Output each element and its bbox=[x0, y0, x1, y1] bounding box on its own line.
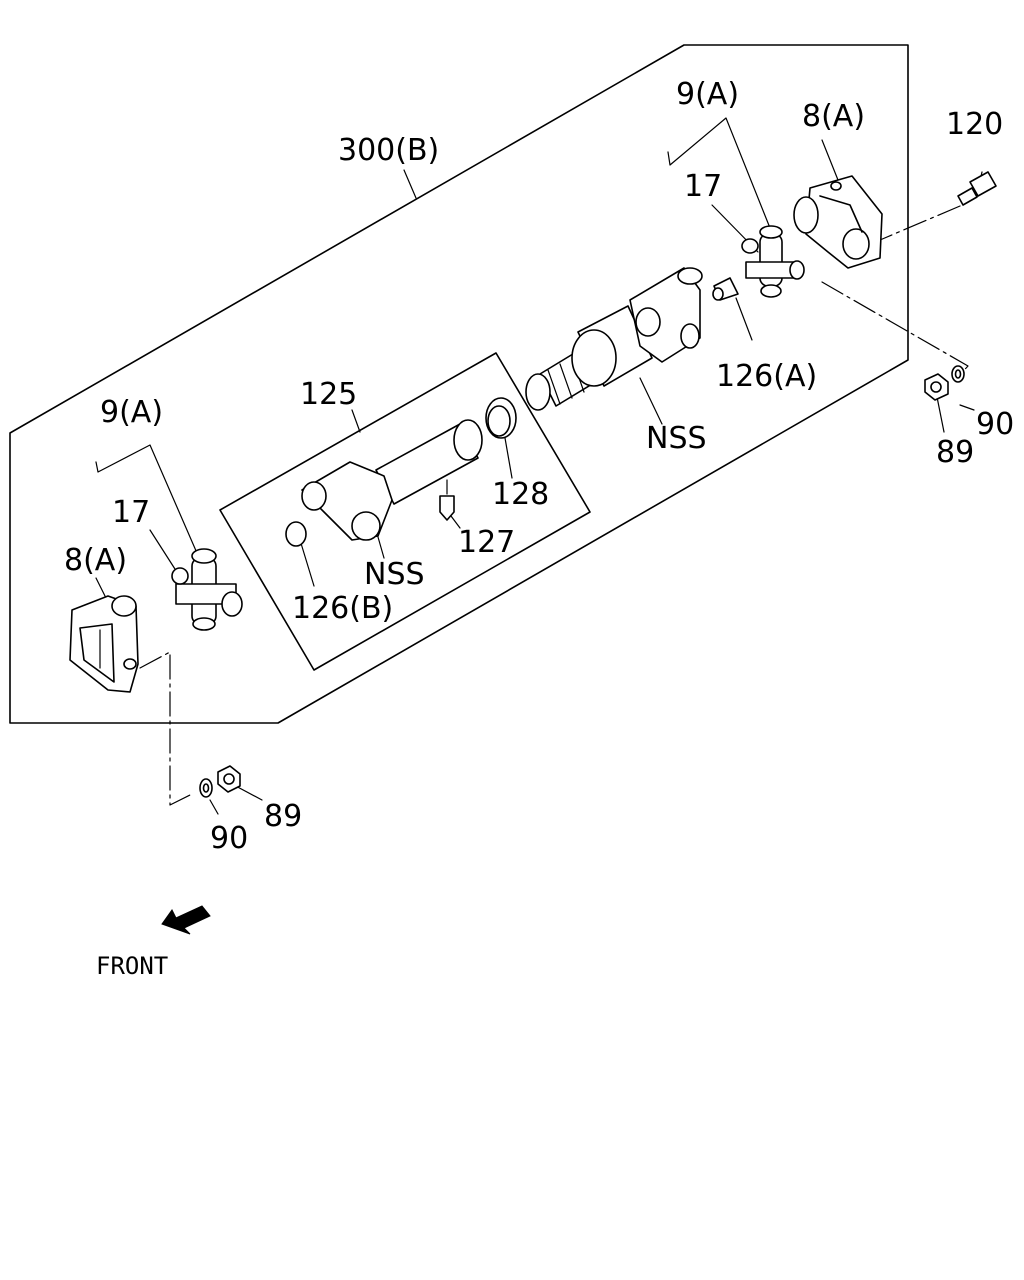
label-bolt: 120 bbox=[946, 107, 1003, 142]
label-spider-left: 17 bbox=[112, 495, 150, 530]
label-spider-right: 17 bbox=[684, 169, 722, 204]
label-sleeve-yoke: 125 bbox=[300, 377, 357, 412]
sleeve-yoke-outline bbox=[219, 352, 591, 671]
cap-126b bbox=[285, 521, 307, 547]
label-seal: 128 bbox=[492, 477, 549, 512]
assembly-outline bbox=[9, 44, 909, 724]
slip-yoke-right bbox=[525, 267, 703, 411]
label-spider-kit-left: 9(A) bbox=[100, 395, 163, 430]
label-plug: 127 bbox=[458, 525, 515, 560]
front-arrow-icon bbox=[161, 905, 211, 935]
flange-yoke-right bbox=[793, 175, 883, 269]
nut-left bbox=[217, 765, 241, 793]
plug-127 bbox=[439, 479, 455, 521]
nut-right bbox=[924, 373, 949, 401]
label-assy: 300(B) bbox=[338, 133, 439, 168]
label-nss-slip-yoke: NSS bbox=[646, 421, 707, 456]
grease-fitting-right bbox=[712, 277, 739, 301]
seal-128 bbox=[485, 397, 517, 439]
flange-yoke-left bbox=[69, 595, 139, 693]
bolt-120 bbox=[957, 171, 997, 206]
spider-left bbox=[171, 548, 243, 631]
label-nss-sleeve: NSS bbox=[364, 557, 425, 592]
label-spider-kit-right: 9(A) bbox=[676, 77, 739, 112]
label-nut-left: 89 bbox=[264, 799, 302, 834]
sleeve-yoke-125 bbox=[301, 419, 483, 541]
label-nut-right: 89 bbox=[936, 435, 974, 470]
label-washer-left: 90 bbox=[210, 821, 248, 856]
label-flange-yoke-right: 8(A) bbox=[802, 99, 865, 134]
centerlines bbox=[139, 205, 969, 806]
washer-right bbox=[951, 365, 965, 383]
label-flange-yoke-left: 8(A) bbox=[64, 543, 127, 578]
label-front: FRONT bbox=[96, 952, 168, 980]
label-cap-b: 126(B) bbox=[292, 591, 393, 626]
spider-right bbox=[741, 225, 805, 298]
label-grease-fitting-a: 126(A) bbox=[716, 359, 817, 394]
label-washer-right: 90 bbox=[976, 407, 1014, 442]
washer-left bbox=[199, 778, 213, 798]
